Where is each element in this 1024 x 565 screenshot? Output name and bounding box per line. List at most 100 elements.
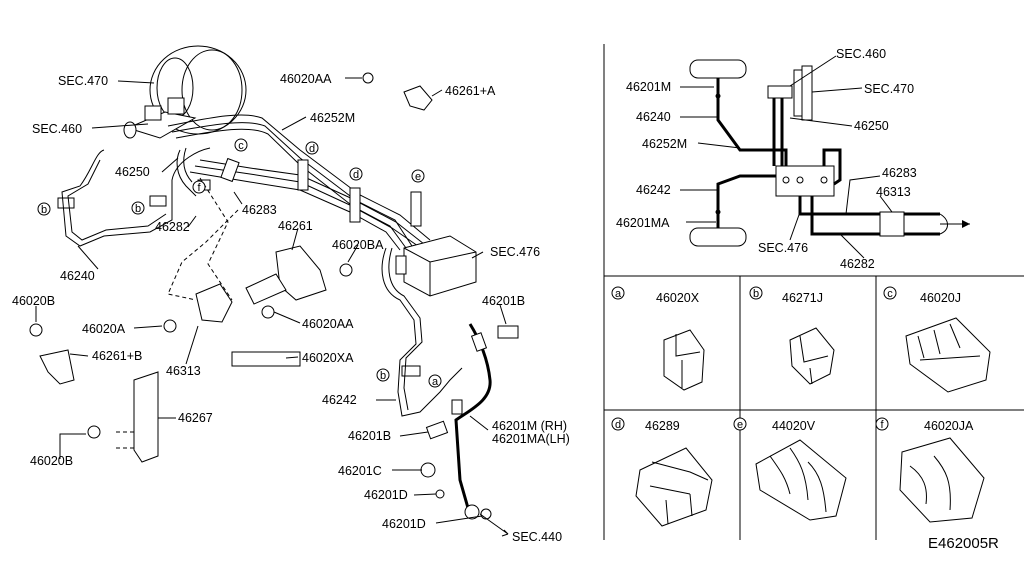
- label-46261: 46261: [278, 219, 313, 233]
- label-46201m-rh: 46201M (RH): [492, 419, 567, 433]
- sch-label-46201ma: 46201MA: [616, 216, 670, 230]
- label-46201b-bottom: 46201B: [348, 429, 391, 443]
- schematic-booster-body: [801, 65, 813, 121]
- label-46283: 46283: [242, 203, 277, 217]
- sch-label-sec470: SEC.470: [864, 82, 914, 96]
- clip-letter: c: [238, 140, 244, 152]
- label-46020b-bottom: 46020B: [30, 454, 73, 468]
- clip-letter: a: [432, 376, 439, 388]
- label-sec476: SEC.476: [490, 245, 540, 259]
- brake-hose: [451, 323, 492, 520]
- leader-lines: [35, 77, 509, 535]
- label-46020xa: 46020XA: [302, 351, 354, 365]
- part-labels: SEC.470 SEC.460 46250 46240 46252M 46020…: [12, 72, 570, 544]
- brake-pipe-bundle: [167, 114, 431, 251]
- clip-strip-46020xa: [231, 351, 301, 367]
- label-sec470: SEC.470: [58, 74, 108, 88]
- washer-46201d-1: [435, 489, 445, 499]
- clip-marker-f: [192, 180, 206, 194]
- label-46267: 46267: [178, 411, 213, 425]
- panel-part-e: 44020V: [772, 419, 816, 433]
- panel-letter-e: e: [737, 419, 743, 431]
- clip-panel-d: d 46289: [611, 417, 713, 527]
- clip-marker-e: [411, 169, 425, 183]
- washer-46201d-2: [480, 508, 492, 520]
- sch-label-46242: 46242: [636, 183, 671, 197]
- sch-label-46240: 46240: [636, 110, 671, 124]
- clip-detail-panels: a 46020X b 46271J c 46020J d 46289: [611, 286, 991, 527]
- label-46252m: 46252M: [310, 111, 355, 125]
- pipe-46240: [61, 147, 211, 247]
- rear-wheel: [689, 227, 747, 247]
- label-46020ba: 46020BA: [332, 238, 384, 252]
- right-panel-frame: [603, 44, 1024, 540]
- front-wheel: [689, 59, 747, 79]
- clip-marker-d-2: [349, 167, 363, 181]
- clip-46020x-icon: [663, 329, 705, 391]
- bracket-46261: [245, 245, 327, 305]
- panel-part-d: 46289: [645, 419, 680, 433]
- clip-letter: e: [415, 171, 421, 183]
- label-46201d-1: 46201D: [364, 488, 408, 502]
- sch-label-46283: 46283: [882, 166, 917, 180]
- sch-label-46252m: 46252M: [642, 137, 687, 151]
- label-46020aa-top: 46020AA: [280, 72, 332, 86]
- abs-actuator: [395, 235, 477, 297]
- label-46020b-left: 46020B: [12, 294, 55, 308]
- clip-marker-d-1: [305, 141, 319, 155]
- clip-marker-a: [428, 374, 442, 388]
- label-46201b-top: 46201B: [482, 294, 525, 308]
- sch-label-sec476: SEC.476: [758, 241, 808, 255]
- clip-44020v-icon: [755, 439, 847, 521]
- clip-letter: d: [309, 143, 315, 155]
- clip-panel-b: b 46271J: [749, 286, 835, 385]
- clip-46020ja-icon: [899, 437, 985, 523]
- pipe-clips-on-bundle: [57, 157, 422, 377]
- label-46261b: 46261+B: [92, 349, 142, 363]
- label-46242: 46242: [322, 393, 357, 407]
- clip-letter: b: [41, 204, 47, 216]
- bracket-46267: [133, 371, 159, 463]
- clip-markers: b b c d d e f b a: [37, 138, 442, 388]
- label-46250: 46250: [115, 165, 150, 179]
- label-sec440: SEC.440: [512, 530, 562, 544]
- panel-letter-b: b: [753, 288, 759, 300]
- label-46201d-2: 46201D: [382, 517, 426, 531]
- sch-label-sec460: SEC.460: [836, 47, 886, 61]
- panel-part-f: 46020JA: [924, 419, 974, 433]
- schematic-master-cylinder: [767, 85, 793, 99]
- clip-marker-b-3: [376, 368, 390, 382]
- label-46201ma-lh: 46201MA(LH): [492, 432, 570, 446]
- sch-label-46250: 46250: [854, 119, 889, 133]
- clip-panel-c: c 46020J: [883, 286, 991, 393]
- clip-letter: b: [135, 203, 141, 215]
- clip-panel-a: a 46020X: [611, 286, 705, 391]
- clip-marker-b-1: [37, 202, 51, 216]
- panel-letter-a: a: [615, 288, 622, 300]
- clip-letter: f: [197, 182, 201, 194]
- clip-46201b-bottom: [425, 420, 449, 440]
- sch-label-46201m: 46201M: [626, 80, 671, 94]
- label-46313: 46313: [166, 364, 201, 378]
- label-sec460: SEC.460: [32, 122, 82, 136]
- sch-label-46282: 46282: [840, 257, 875, 271]
- clip-panel-f: f 46020JA: [875, 417, 985, 523]
- label-46240: 46240: [60, 269, 95, 283]
- label-46020a: 46020A: [82, 322, 126, 336]
- bracket-46261b: [39, 349, 75, 385]
- panel-part-a: 46020X: [656, 291, 700, 305]
- schematic-46313: [879, 211, 905, 237]
- clip-46020j-icon: [905, 317, 991, 393]
- clip-letter: b: [380, 370, 386, 382]
- schematic-pipes: [716, 78, 940, 236]
- panel-part-c: 46020J: [920, 291, 961, 305]
- label-46261a: 46261+A: [445, 84, 496, 98]
- panel-part-b: 46271J: [782, 291, 823, 305]
- bolt-46201c: [420, 462, 436, 478]
- bracket-46261a: [403, 85, 433, 111]
- clip-letter: d: [353, 169, 359, 181]
- sch-label-46313: 46313: [876, 185, 911, 199]
- label-46282: 46282: [155, 220, 190, 234]
- schematic-labels: SEC.460 46201M SEC.470 46240 46250 46252…: [616, 47, 917, 271]
